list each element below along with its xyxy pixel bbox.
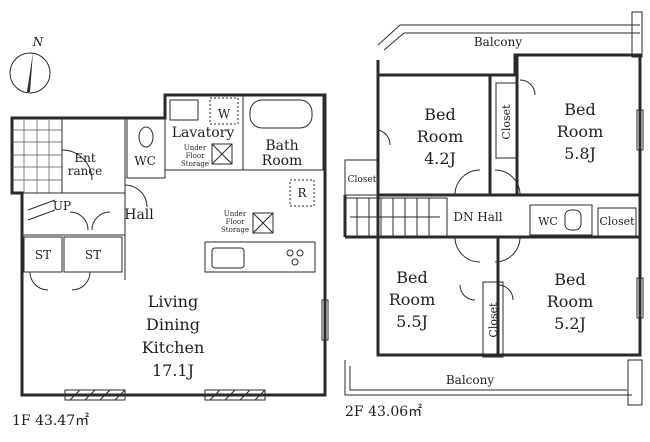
north-label: N: [32, 35, 44, 49]
storage-2-label-1: Under: [224, 210, 247, 218]
bath-label-1: Bath: [265, 138, 298, 154]
st-left-box: [23, 236, 63, 273]
bed52-label-2: Room: [547, 292, 593, 311]
balcony-bottom-rail: [344, 360, 632, 396]
storage-cross-icon-1: [211, 143, 233, 165]
toilet-icon: [138, 126, 154, 148]
floor1-area-label: 1F 43.47㎡: [12, 413, 89, 429]
dn-hall-label: DN Hall: [453, 210, 502, 224]
floor2-area-label: 2F 43.06㎡: [345, 404, 422, 420]
ldk-side-window: [321, 299, 329, 341]
north-arrow-icon: [27, 52, 33, 92]
ldk-label-2: Dining: [146, 315, 200, 334]
closet-small-box: [344, 159, 379, 196]
st-right-box: [63, 236, 123, 273]
ldk-label-1: Living: [148, 292, 198, 311]
bed58-label-2: Room: [557, 122, 603, 141]
storage-1-label-3: Storage: [181, 160, 209, 168]
bed55-label-3: 5.5J: [396, 312, 428, 331]
hall-double-door: [69, 211, 111, 231]
bed55-label-1: Bed: [396, 268, 427, 287]
ldk-windows: [64, 389, 266, 401]
st-left-label: ST: [35, 248, 51, 262]
bed42-closet-door: [377, 129, 391, 146]
ldk-label-4: 17.1J: [152, 361, 194, 380]
storage-2-label-2: Floor: [226, 218, 246, 226]
closet-top-box: [495, 82, 517, 159]
floor-1: Ent rance WC Hall UP ST ST Lavatory W Un…: [10, 93, 329, 429]
toilet-icon-2f: [564, 209, 582, 231]
bed58-label-1: Bed: [564, 100, 595, 119]
storage-1-label-2: Floor: [186, 152, 206, 160]
storage-box-2: [252, 212, 274, 234]
bed55-door: [459, 284, 476, 301]
refrigerator-label: R: [297, 186, 307, 200]
kitchen-sink-icon: [211, 247, 245, 269]
bed42-label-3: 4.2J: [424, 149, 456, 168]
bath-label-2: Room: [262, 153, 303, 169]
compass-circle: [9, 52, 51, 94]
upper-bedroom-doors: [454, 169, 521, 196]
bed52-label-3: 5.2J: [554, 314, 586, 333]
compass: N: [9, 35, 51, 94]
bed42-label-2: Room: [417, 127, 463, 146]
balcony-top-label: Balcony: [474, 35, 522, 49]
balcony-top-rail: [377, 24, 640, 51]
lavatory-label: Lavatory: [172, 125, 235, 141]
refrigerator-box: [289, 179, 315, 207]
closet-bottom-box: [482, 281, 504, 358]
bed52-window: [636, 277, 644, 319]
entrance-door: [61, 149, 93, 181]
stove-icon: [286, 249, 304, 266]
storage-cross-icon-2: [252, 212, 274, 234]
lower-bedroom-doors: [454, 236, 521, 263]
hall-1f: [22, 192, 126, 236]
balcony-top-post: [631, 11, 643, 58]
entrance-label-2: rance: [68, 164, 102, 178]
entrance-tile: [11, 117, 63, 194]
wc-room-2f: [529, 204, 593, 236]
closet-small-label: Closet: [348, 175, 377, 185]
bed52-label-1: Bed: [554, 270, 585, 289]
storage-box-1: [211, 143, 233, 165]
bed58-door: [519, 79, 536, 96]
closet-right-box: [597, 207, 637, 237]
up-label: UP: [53, 199, 71, 213]
st-doors: [29, 271, 91, 291]
st-right-label: ST: [85, 248, 101, 262]
bathtub-icon: [249, 99, 313, 129]
wc-label-1f: WC: [134, 154, 156, 168]
washer-label: W: [218, 107, 231, 121]
bath-room: [242, 94, 324, 171]
bed52-door: [497, 284, 514, 301]
wc-door: [124, 184, 148, 208]
stair-lines-1f: [27, 199, 56, 221]
kitchen-counter: [204, 241, 316, 273]
closet-bottom-label: Closet: [487, 302, 500, 338]
balcony-bottom-post: [627, 359, 643, 406]
wc-label-2f: WC: [538, 215, 558, 228]
bed55-label-2: Room: [389, 290, 435, 309]
floor-2: Balcony Balcony Bed Room 4.2J Bed Room 5…: [343, 11, 644, 420]
sink-icon: [169, 99, 199, 121]
stairs-2f: [344, 197, 448, 237]
hall-label-1f: Hall: [124, 207, 154, 223]
storage-1-label-1: Under: [184, 144, 207, 152]
closet-right-label: Closet: [599, 215, 635, 228]
bed58-window: [636, 109, 644, 151]
bed42-label-1: Bed: [424, 105, 455, 124]
floor2-outer-wall: [376, 53, 642, 357]
storage-2-label-3: Storage: [221, 226, 249, 234]
closet-top-label: Closet: [500, 104, 513, 140]
bed58-label-3: 5.8J: [564, 144, 596, 163]
entrance-label-1: Ent: [74, 151, 95, 165]
washer-box: [209, 97, 239, 125]
balcony-bottom-label: Balcony: [446, 373, 494, 387]
ldk-label-3: Kitchen: [142, 338, 205, 357]
